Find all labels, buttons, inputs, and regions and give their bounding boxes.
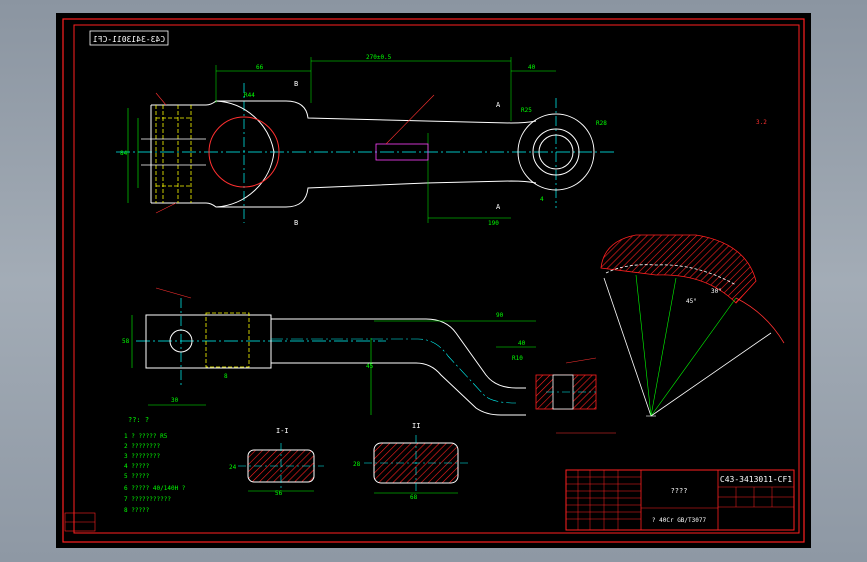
dim-front-r10: R10: [512, 355, 523, 362]
material-spec: ? 40Cr GB/T3077: [652, 517, 707, 524]
drawing-code: C43-3413011-CF1: [720, 475, 792, 484]
front-view: 90 40 R10 45 30 8 58: [122, 287, 616, 434]
dim-r28: R28: [596, 120, 607, 127]
view-a-top: A: [496, 101, 501, 109]
sec1-width: 56: [275, 490, 283, 497]
tech-note-7: 7 ???????????: [124, 496, 171, 503]
tech-note-3: 3 ????????: [124, 453, 161, 460]
drawing-viewport[interactable]: C43-3413011-CF1: [56, 13, 811, 548]
sec2-width: 68: [410, 494, 418, 501]
view-b-bottom: B: [294, 219, 298, 227]
outer-frame: [62, 18, 805, 543]
stamp-box: [64, 512, 96, 532]
dim-90: 90: [496, 312, 504, 319]
sector-hatch: [600, 234, 757, 304]
tech-note-4: 4 ?????: [124, 463, 150, 470]
dim-270: 270±0.5: [366, 54, 392, 61]
tech-note-5: 5 ?????: [124, 473, 150, 480]
annotation-box: [375, 143, 429, 161]
cad-drawing: C43-3413011-CF1: [62, 18, 805, 543]
sector-angle-1: 45°: [686, 298, 697, 305]
tech-note-2: 2 ????????: [124, 443, 161, 450]
sector-angle-2: 30°: [711, 288, 722, 295]
sector-view: 45° 30° 3.2: [600, 119, 785, 417]
code-box-mirrored: C43-3413011-CF1: [89, 30, 169, 46]
dim-4: 4: [540, 196, 544, 203]
section-2: II 68 28: [353, 422, 468, 501]
part-name: ????: [671, 487, 688, 495]
tech-note-1: 1 ? ????? R5: [124, 433, 168, 440]
section-1-label: I-I: [276, 427, 289, 435]
sec2-height: 28: [353, 461, 361, 468]
dim-84: 84: [120, 150, 128, 157]
title-block: ???? ? 40Cr GB/T3077 C43-3413011-CF1: [565, 469, 795, 531]
view-b-top: B: [294, 80, 298, 88]
dim-40: 40: [528, 64, 536, 71]
tech-note-6: 6 ????? 40/140H ?: [124, 485, 186, 492]
dim-front-58: 58: [122, 338, 130, 345]
sec1-height: 24: [229, 464, 237, 471]
code-mirrored-text: C43-3413011-CF1: [93, 35, 165, 44]
dim-front-8: 8: [224, 373, 228, 380]
dim-front-45: 45: [366, 363, 374, 370]
inner-frame: [73, 24, 800, 534]
tech-note-8: 8 ?????: [124, 507, 150, 514]
section-1: I-I 56 24: [229, 427, 324, 497]
dim-r25: R25: [521, 107, 532, 114]
tech-notes-title: ??: ?: [128, 416, 149, 424]
dim-66: 66: [256, 64, 264, 71]
section-2-label: II: [412, 422, 420, 430]
tech-notes: ??: ? 1 ? ????? R5 2 ???????? 3 ????????…: [124, 416, 186, 514]
dim-front-30: 30: [171, 397, 179, 404]
dim-190: 190: [488, 220, 499, 227]
dim-front-40: 40: [518, 340, 526, 347]
sector-note: 3.2: [756, 119, 767, 126]
dim-r44: R44: [244, 92, 255, 99]
top-view: 66 270±0.5 40 84 R44 R25 R28 190 4 B B A…: [116, 54, 616, 227]
view-a-bottom: A: [496, 203, 501, 211]
